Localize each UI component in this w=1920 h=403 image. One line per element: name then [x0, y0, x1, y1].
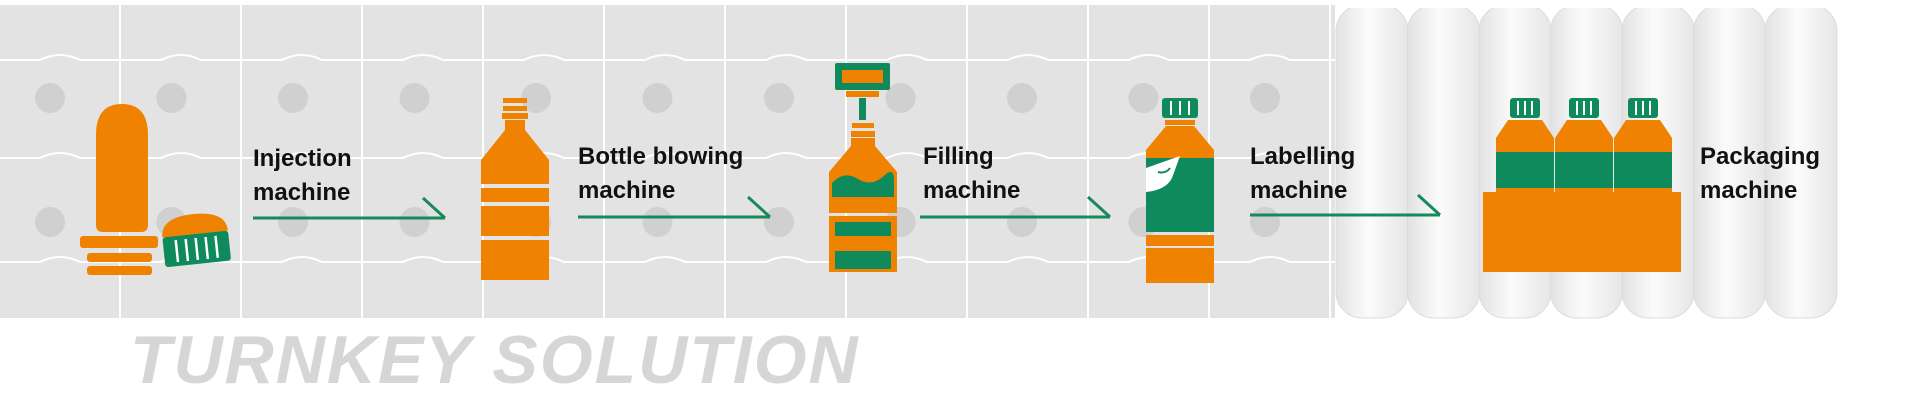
pack-bottle-label [1614, 152, 1672, 188]
conveyor-dot [1250, 83, 1280, 113]
tile-seam [0, 54, 121, 61]
conveyor-dot [156, 83, 187, 113]
tile-seam [847, 54, 968, 61]
tile-seam [605, 54, 726, 61]
preform-neck-ring [80, 236, 158, 248]
conveyor-dot [1250, 207, 1280, 237]
label-line-2: machine [578, 177, 676, 204]
pack-cap-ribs [1517, 101, 1533, 115]
pack-bottle-shoulder [1555, 120, 1613, 152]
tile-seam [605, 256, 726, 263]
filled-bottle-icon [829, 63, 897, 272]
tile-seam [726, 152, 847, 159]
label-line-2: machine [1250, 177, 1348, 204]
tile-seam [726, 54, 847, 61]
shrink-film-rolls [1335, 0, 1920, 319]
label-line-1: Packaging [1700, 143, 1821, 170]
conveyor-dot [1007, 83, 1037, 113]
tile-seam [968, 152, 1089, 159]
conveyor-dots [35, 83, 1280, 237]
filling-nozzle-icon [835, 63, 890, 120]
pack-bottle-label [1555, 152, 1613, 188]
turnkey-solution-title: TURNKEY SOLUTION [130, 322, 860, 398]
arrow-head [1416, 193, 1442, 217]
tile-seam [1210, 152, 1331, 159]
conveyor-dot [35, 207, 65, 237]
tile-seam [242, 152, 363, 159]
label-line-2: machine [923, 177, 1021, 204]
conveyor-dot [399, 207, 430, 237]
conveyor-dot [885, 83, 916, 113]
pack-bottle-shoulder [1614, 120, 1672, 152]
pack-bottle-shoulder [1496, 120, 1554, 152]
film-roll [1407, 4, 1480, 319]
rolls-top-mask [1336, 0, 1920, 8]
arrow-head [421, 196, 447, 220]
tile-seam [121, 152, 242, 159]
preform-body [96, 104, 148, 232]
tile-seam [1210, 54, 1331, 61]
tile-seam [363, 152, 484, 159]
pack-cap-ribs [1635, 101, 1651, 115]
tile-seam [605, 152, 726, 159]
pack-cap-ribs [1576, 101, 1592, 115]
label-packaging-machine: Packaging machine [1700, 140, 1820, 208]
label-line-1: Labelling [1250, 143, 1356, 170]
conveyor-dot [764, 207, 794, 237]
flow-arrows [253, 193, 1442, 220]
label-injection-machine: Injection machine [253, 142, 352, 210]
conveyor-dot [764, 83, 794, 113]
preform-and-cap-icon [80, 104, 231, 275]
tile-seam [968, 256, 1089, 263]
preform-thread-1 [87, 253, 152, 262]
bottle-pack-icon [1483, 98, 1681, 272]
tile-seam [1210, 256, 1331, 263]
conveyor-dot [278, 207, 308, 237]
conveyor-dot [642, 207, 673, 237]
arrow-head [746, 195, 772, 219]
tile-seam [726, 256, 847, 263]
tile-seam [242, 256, 363, 263]
cap-icon [162, 213, 231, 268]
label-line-1: Injection [253, 145, 352, 172]
label-line-1: Filling [923, 143, 994, 170]
label-filling-machine: Filling machine [923, 140, 1020, 208]
label-bottle-blowing-machine: Bottle blowing machine [578, 140, 743, 208]
conveyor-band [0, 5, 1335, 318]
label-line-2: machine [1700, 177, 1798, 204]
labelled-bottle-icon [1146, 98, 1214, 283]
conveyor-dot [278, 83, 308, 113]
conveyor-dot [1007, 207, 1037, 237]
pack-bottle-label [1496, 152, 1554, 188]
conveyor-dot [399, 83, 430, 113]
tile-seam [363, 256, 484, 263]
conveyor-dot [521, 83, 551, 113]
tile-seam [484, 54, 605, 61]
label-line-2: machine [253, 179, 351, 206]
tile-seam [968, 54, 1089, 61]
conveyor-dot [1128, 83, 1159, 113]
empty-bottle-icon [481, 98, 549, 280]
pack-tray [1483, 192, 1681, 272]
preform-thread-2 [87, 266, 152, 275]
label-labelling-machine: Labelling machine [1250, 140, 1355, 208]
tile-seam [121, 54, 242, 61]
tile-seam [847, 152, 968, 159]
label-line-1: Bottle blowing [578, 143, 744, 170]
tile-seam [242, 54, 363, 61]
tile-seam [0, 256, 121, 263]
tile-seam [0, 152, 121, 159]
tile-seam [363, 54, 484, 61]
tile-seam [1089, 54, 1210, 61]
conveyor-dot [642, 83, 673, 113]
peeling-label-icon [1146, 156, 1180, 192]
arrow-head [1086, 195, 1112, 219]
conveyor-dot [35, 83, 65, 113]
